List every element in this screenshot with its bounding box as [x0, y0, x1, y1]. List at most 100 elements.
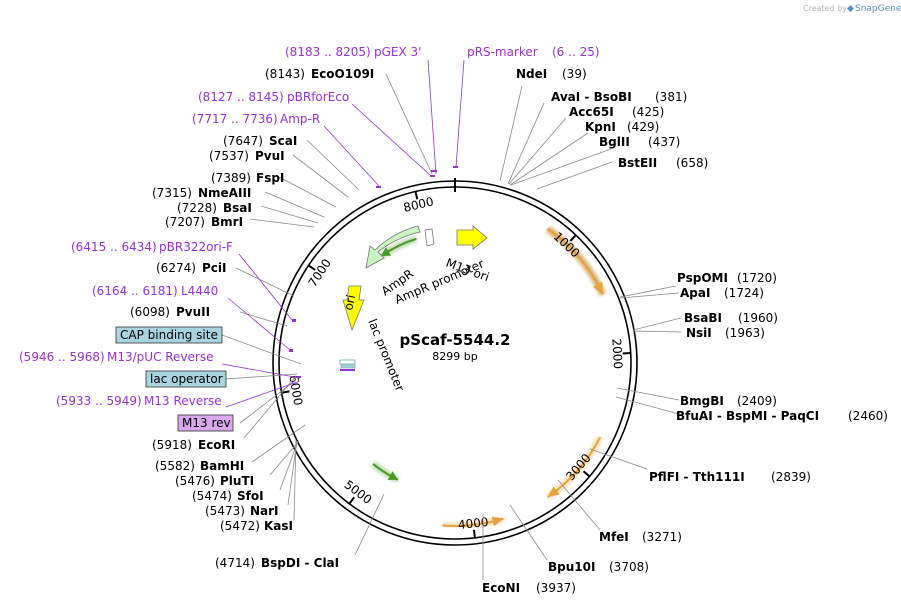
tick-mark [414, 191, 419, 200]
site-pos: (5582) [155, 459, 195, 473]
site-pos: (3271) [642, 530, 682, 544]
site-name: PspOMI [677, 271, 728, 285]
primer-labels: (8183 .. 8205) pGEX 3' pRS-marker (6 .. … [19, 45, 600, 408]
site-name: PvuII [176, 305, 210, 319]
site-name: BmrI [211, 215, 243, 229]
orf-arc [442, 515, 505, 530]
site-name: PciI [202, 261, 227, 275]
site-pos: (7537) [209, 149, 249, 163]
site-name: FspI [256, 171, 284, 185]
site-pos: (429) [627, 120, 659, 134]
site-name: BmgBI [680, 394, 724, 408]
site-pos: (381) [655, 90, 687, 104]
tick-label: 7000 [305, 256, 334, 289]
site-pos: (2839) [771, 470, 811, 484]
site-pos: (2409) [737, 394, 777, 408]
orf-arcs [370, 226, 606, 530]
site-pos: (3937) [536, 581, 576, 595]
site-pos: (7228) [177, 201, 217, 215]
site-name: PflFI - Tth111I [649, 470, 745, 484]
tick-mark [307, 264, 316, 271]
tick-label: 6000 [286, 374, 305, 406]
site-pos: (3708) [609, 560, 649, 574]
site-pos: (2460) [848, 409, 888, 423]
site-pos: (5472) [220, 519, 260, 533]
primer-range: (5933 .. 5949) [56, 394, 142, 408]
restriction-sites: NdeI (39) AvaI - BsoBI (381) Acc65I (425… [130, 67, 888, 595]
site-pos: (658) [676, 156, 708, 170]
site-name: BstEII [618, 156, 657, 170]
site-name: KpnI [585, 120, 616, 134]
primer-name: M13/pUC Reverse [107, 350, 214, 364]
site-name: NdeI [516, 67, 547, 81]
primer-range: (8127 .. 8145) [198, 90, 284, 104]
site-name: EcoNI [482, 581, 520, 595]
primer-range: (6 .. 25) [552, 45, 600, 59]
tick-mark [582, 470, 591, 478]
cap-binding-site-label: CAP binding site [120, 328, 218, 342]
plasmid-size: 8299 bp [432, 350, 477, 363]
site-name: Acc65I [569, 105, 614, 119]
lac-operator-label: lac operator [150, 372, 223, 386]
primer-range: (6415 .. 6434) [71, 240, 157, 254]
site-name: BfuAI - BspMI - PaqCI [676, 409, 819, 423]
primer-name: pBR322ori-F [159, 240, 233, 254]
site-name: Bpu10I [548, 560, 595, 574]
primer-name: pRS-marker [467, 45, 538, 59]
site-pos: (1724) [724, 286, 764, 300]
primer-range: (8183 .. 8205) [285, 45, 371, 59]
primer-marks [289, 166, 458, 378]
primer-name: L4440 [181, 284, 218, 298]
orf-arc [379, 235, 418, 259]
ori-feature: ori [341, 285, 365, 332]
snapgene-logo: ◆ [847, 4, 854, 14]
site-name: PvuI [255, 149, 285, 163]
site-pos: (437) [648, 135, 680, 149]
backbone-inner [278, 186, 632, 540]
site-name: ScaI [269, 134, 297, 148]
site-pos: (5476) [175, 474, 215, 488]
tick-mark [472, 529, 476, 538]
site-pos: (5474) [192, 489, 232, 503]
credit-brand: SnapGene [855, 4, 901, 14]
lac-promoter-label: lac promoter [365, 317, 407, 393]
tick-mark [569, 234, 577, 242]
primer-name: M13 Reverse [144, 394, 222, 408]
site-name: BglII [599, 135, 630, 149]
site-name: PluTI [220, 474, 254, 488]
site-pos: (7315) [152, 186, 192, 200]
site-name: NmeAIII [198, 186, 251, 200]
site-name: EcoO109I [311, 67, 374, 81]
orf-arc [545, 435, 604, 500]
site-name: NsiI [686, 326, 712, 340]
site-pos: (1960) [738, 311, 778, 325]
site-name: BsaBI [684, 311, 722, 325]
boxed-features: CAP binding site lac operator M13 rev [115, 326, 234, 432]
tick-mark [281, 390, 290, 394]
tick-mark [348, 496, 355, 505]
site-pos: (7207) [165, 215, 205, 229]
orf-arc [545, 226, 606, 296]
ori-label: ori [341, 293, 358, 311]
site-pos: (8143) [265, 67, 305, 81]
site-pos: (4714) [215, 556, 255, 570]
m13-rev-label: M13 rev [182, 416, 231, 430]
tick-label: 8000 [402, 194, 435, 214]
site-name: BspDI - ClaI [261, 556, 339, 570]
site-name: ApaI [680, 286, 710, 300]
site-pos: (6274) [156, 261, 196, 275]
site-pos: (7647) [223, 134, 263, 148]
site-pos: (1963) [725, 326, 765, 340]
site-name: BsaI [223, 201, 252, 215]
site-pos: (5473) [205, 504, 245, 518]
site-name: MfeI [599, 530, 629, 544]
primer-lines [221, 59, 465, 408]
credit-prefix: Created by [803, 4, 847, 13]
plasmid-name: pScaf-5544.2 [400, 331, 511, 349]
primer-name: Amp-R [280, 112, 320, 126]
site-name: SfoI [237, 489, 264, 503]
orf-arc [370, 461, 400, 483]
lac-promoter-feature: lac promoter [339, 317, 407, 393]
primer-name: pGEX 3' [374, 45, 421, 59]
